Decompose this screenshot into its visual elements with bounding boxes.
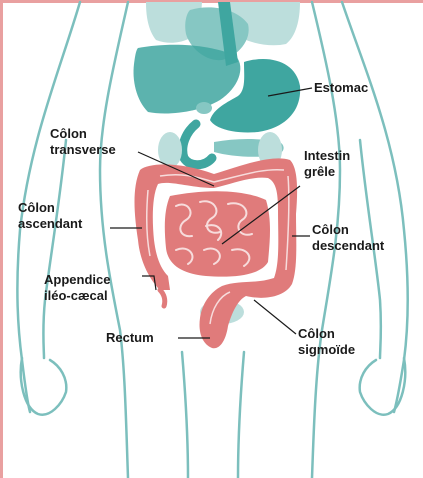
left-arm-inner — [43, 140, 66, 358]
small-intestine — [165, 191, 270, 276]
gallbladder — [196, 102, 212, 114]
appendix — [160, 290, 165, 306]
upper-organs — [134, 2, 301, 168]
liver — [134, 45, 241, 114]
inner-leg-left — [182, 352, 188, 478]
label-intestin-grele: Intestin grêle — [304, 148, 354, 179]
label-appendice: Appendice iléo-cæcal — [44, 272, 114, 303]
inner-leg-right — [238, 352, 244, 478]
leader-appendice — [142, 276, 156, 290]
duodenum — [183, 124, 212, 165]
label-estomac: Estomac — [314, 80, 368, 95]
leader-colon-sigmoide — [254, 300, 296, 334]
label-colon-sigmoide: Côlon sigmoïde — [298, 326, 355, 357]
label-rectum: Rectum — [106, 330, 154, 345]
label-colon-transverse: Côlon transverse — [50, 126, 116, 157]
label-colon-descendant: Côlon descendant — [312, 222, 385, 253]
left-torso — [100, 2, 128, 478]
label-colon-ascendant: Côlon ascendant — [18, 200, 83, 231]
